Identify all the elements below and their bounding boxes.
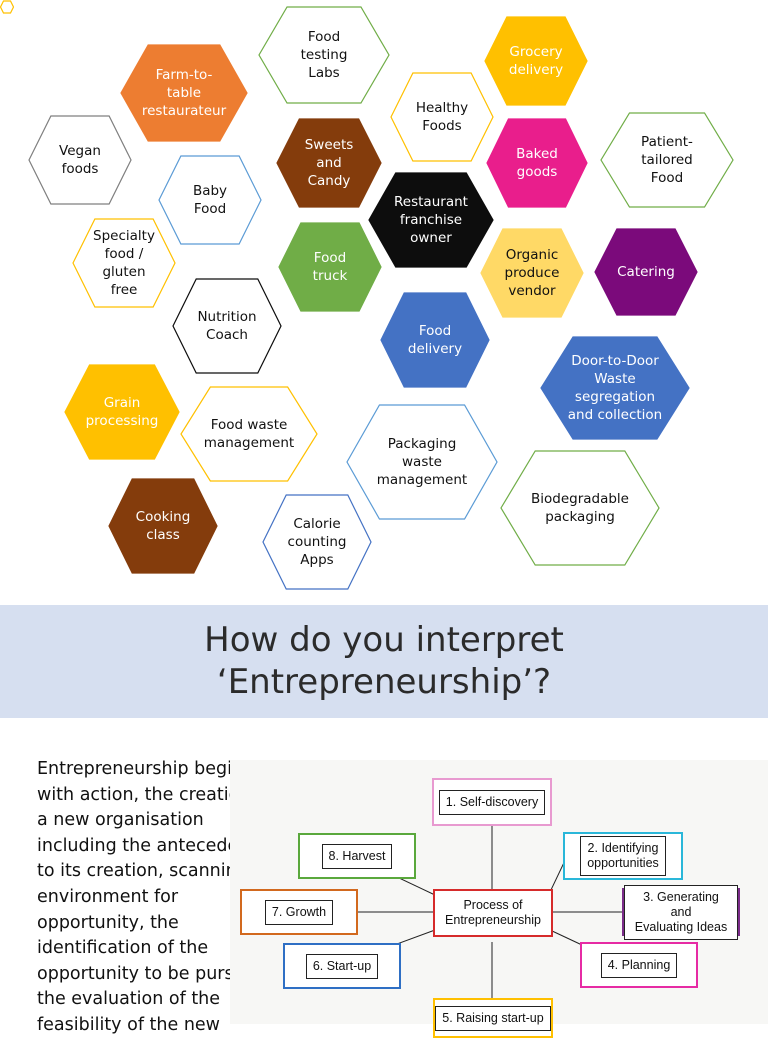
hexagon-shape: [368, 172, 494, 268]
process-center-box: Process of Entrepreneurship: [433, 889, 553, 937]
hexagon-farm-to-table: Farm-to- table restaurateur: [120, 44, 248, 142]
hexagon-shape: [120, 44, 248, 142]
hexagon-sweets: Sweets and Candy: [276, 118, 382, 208]
process-center-label: Process of Entrepreneurship: [439, 894, 547, 932]
hexagon-label: Food delivery: [407, 322, 463, 357]
hexagon-label: Sweets and Candy: [304, 136, 354, 190]
step-identifying: 2. Identifying opportunities: [563, 832, 683, 880]
hexagon-shape: [172, 278, 282, 374]
title-band: How do you interpret ‘Entrepreneurship’?: [0, 605, 768, 718]
hexagon-door-to-door: Door-to-Door Waste segregation and colle…: [540, 336, 690, 440]
hexagon-label: Patient- tailored Food: [641, 133, 693, 187]
hexagon-label: Grocery delivery: [508, 43, 564, 78]
hexagon-label: Food truck: [312, 249, 348, 284]
hexagon-vegan: Vegan foods: [28, 115, 132, 205]
hexagon-label: Cooking class: [135, 508, 191, 543]
hexagon-food-truck: Food truck: [278, 222, 382, 312]
step-startup-label: 6. Start-up: [305, 953, 379, 979]
step-self-discovery-label: 1. Self-discovery: [438, 789, 546, 815]
hexagon-label: Food waste management: [203, 416, 295, 451]
title-line-1: How do you interpret: [204, 620, 564, 661]
hexagon-shape: [262, 494, 372, 590]
hexagon-label: Farm-to- table restaurateur: [141, 66, 227, 120]
hexagon-packaging-waste: Packaging waste management: [346, 404, 498, 520]
step-identifying-label: 2. Identifying opportunities: [580, 836, 666, 876]
step-harvest: 8. Harvest: [298, 833, 416, 879]
hexagon-shape: [278, 222, 382, 312]
hexagon-catering: Catering: [594, 228, 698, 316]
step-growth-label: 7. Growth: [264, 899, 334, 925]
hexagon-grain: Grain processing: [64, 364, 180, 460]
hexagon-label: Biodegradable packaging: [530, 490, 629, 525]
step-self-discovery: 1. Self-discovery: [432, 778, 552, 826]
hexagon-restaurant: Restaurant franchise owner: [368, 172, 494, 268]
hexagon-shape: [258, 6, 390, 104]
hexagon-calorie: Calorie counting Apps: [262, 494, 372, 590]
hexagon-baked: Baked goods: [486, 118, 588, 208]
hexagon-label: Nutrition Coach: [197, 308, 257, 343]
hexagon-cooking: Cooking class: [108, 478, 218, 574]
hexagon-shape: [540, 336, 690, 440]
hexagon-shape: [108, 478, 218, 574]
hexagon-label: Organic produce vendor: [504, 246, 560, 300]
hexagon-shape: [28, 115, 132, 205]
hexagon-label: Calorie counting Apps: [287, 515, 347, 569]
hexagon-specialty: Specialty food / gluten free: [72, 218, 176, 308]
hexagon-shape: [346, 404, 498, 520]
hexagon-shape: [480, 228, 584, 318]
hexagon-label: Food testing Labs: [300, 28, 348, 82]
hexagon-nutrition: Nutrition Coach: [172, 278, 282, 374]
step-planning: 4. Planning: [580, 942, 698, 988]
hexagon-patient: Patient- tailored Food: [600, 112, 734, 208]
hexagon-label: Restaurant franchise owner: [394, 193, 468, 247]
hexagon-grocery: Grocery delivery: [484, 16, 588, 106]
hexagon-organic: Organic produce vendor: [480, 228, 584, 318]
step-raising: 5. Raising start-up: [433, 998, 553, 1038]
hexagon-label: Baby Food: [192, 182, 228, 217]
hexagon-shape: [72, 218, 176, 308]
hexagon-label: Grain processing: [85, 394, 159, 429]
hexagon-label: Packaging waste management: [376, 435, 468, 489]
hexagon-food-waste: Food waste management: [180, 386, 318, 482]
hexagon-healthy: Healthy Foods: [390, 72, 494, 162]
hexagon-shape: [390, 72, 494, 162]
step-growth: 7. Growth: [240, 889, 358, 935]
hexagon-food-testing: Food testing Labs: [258, 6, 390, 104]
hexagon-shape: [276, 118, 382, 208]
hexagon-label: Catering: [617, 263, 675, 280]
hexagon-label: Baked goods: [516, 145, 558, 180]
career-hexagon-cluster: Farm-to- table restaurateur Food testing …: [0, 0, 734, 590]
hexagon-biodegradable: Biodegradable packaging: [500, 450, 660, 566]
hexagon-food-delivery: Food delivery: [380, 292, 490, 388]
hexagon-label: Specialty food / gluten free: [93, 227, 155, 299]
hexagon-label: Vegan foods: [59, 142, 101, 177]
hexagon-label: Healthy Foods: [415, 99, 469, 134]
step-generating-label: 3. Generating and Evaluating Ideas: [624, 884, 738, 940]
hexagon-shape: [64, 364, 180, 460]
hexagon-label: Door-to-Door Waste segregation and colle…: [567, 352, 663, 424]
hexagon-shape: [500, 450, 660, 566]
hexagon-shape: [594, 228, 698, 316]
hexagon-shape: [600, 112, 734, 208]
hexagon-shape: [158, 155, 262, 245]
hexagon-baby: Baby Food: [158, 155, 262, 245]
hexagon-shape: [484, 16, 588, 106]
process-diagram: Process of Entrepreneurship 1. Self-disc…: [230, 760, 768, 1038]
step-generating: 3. Generating and Evaluating Ideas: [622, 884, 740, 940]
step-harvest-label: 8. Harvest: [321, 843, 393, 869]
hexagon-shape: [486, 118, 588, 208]
hexagon-shape: [380, 292, 490, 388]
step-raising-label: 5. Raising start-up: [435, 1005, 551, 1031]
step-planning-label: 4. Planning: [600, 952, 678, 978]
title-line-2: ‘Entrepreneurship’?: [216, 661, 552, 702]
step-startup: 6. Start-up: [283, 943, 401, 989]
small-hexagon-icon: [0, 0, 14, 14]
hexagon-shape: [180, 386, 318, 482]
